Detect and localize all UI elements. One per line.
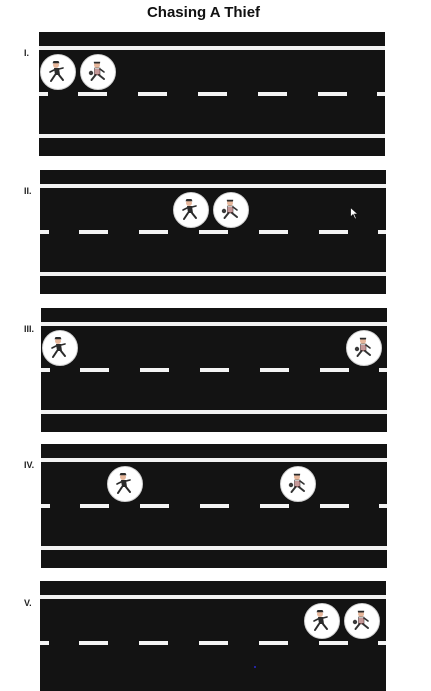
lane-edge-top bbox=[39, 46, 385, 50]
lane-dash bbox=[319, 641, 348, 645]
lane-dash bbox=[80, 504, 109, 508]
lane-dash bbox=[199, 641, 228, 645]
panel-label: II. bbox=[24, 186, 32, 196]
thief-icon bbox=[88, 61, 105, 81]
panel-label: V. bbox=[24, 598, 32, 608]
lane-dash bbox=[80, 368, 109, 372]
thief-icon bbox=[352, 610, 369, 630]
police-icon bbox=[51, 337, 66, 358]
lane-dash bbox=[379, 368, 387, 372]
thief-token bbox=[346, 330, 382, 366]
thief-token bbox=[344, 603, 380, 639]
lane-dash bbox=[200, 368, 229, 372]
road bbox=[40, 170, 386, 294]
lane-edge-bottom bbox=[40, 272, 386, 276]
lane-dash bbox=[320, 368, 349, 372]
lane-dash bbox=[79, 641, 108, 645]
lane-dash bbox=[260, 504, 289, 508]
lane-dash bbox=[377, 92, 385, 96]
road bbox=[41, 444, 387, 568]
lane-dash bbox=[140, 368, 169, 372]
police-icon bbox=[182, 199, 197, 220]
lane-dash bbox=[40, 641, 49, 645]
police-token bbox=[173, 192, 209, 228]
thief-icon bbox=[288, 473, 305, 493]
lane-dash bbox=[138, 92, 167, 96]
lane-dash bbox=[139, 230, 168, 234]
road bbox=[39, 32, 385, 156]
lane-dash bbox=[41, 504, 50, 508]
page-title: Chasing A Thief bbox=[146, 4, 261, 21]
lane-dash bbox=[379, 504, 387, 508]
lane-edge-top bbox=[40, 184, 386, 188]
lane-dash bbox=[259, 230, 288, 234]
lane-dash bbox=[319, 230, 348, 234]
lane-edge-top bbox=[41, 322, 387, 326]
blue-dot bbox=[254, 666, 256, 668]
road bbox=[41, 308, 387, 432]
police-icon bbox=[116, 473, 131, 494]
panel-label: IV. bbox=[24, 460, 35, 470]
thief-token bbox=[280, 466, 316, 502]
lane-dash bbox=[378, 641, 386, 645]
thief-icon bbox=[221, 199, 238, 219]
lane-dash bbox=[199, 230, 228, 234]
police-icon bbox=[49, 61, 64, 82]
police-token bbox=[40, 54, 76, 90]
lane-dash bbox=[200, 504, 229, 508]
lane-dash bbox=[318, 92, 347, 96]
lane-dash bbox=[79, 230, 108, 234]
lane-edge-top bbox=[40, 595, 386, 599]
lane-dash bbox=[39, 92, 48, 96]
thief-token bbox=[213, 192, 249, 228]
police-token bbox=[304, 603, 340, 639]
lane-dash bbox=[198, 92, 227, 96]
mouse-cursor-icon bbox=[350, 207, 359, 220]
lane-dash bbox=[40, 230, 49, 234]
lane-dash bbox=[258, 92, 287, 96]
lane-dash bbox=[378, 230, 386, 234]
panel-label: III. bbox=[24, 324, 35, 334]
lane-dash bbox=[259, 641, 288, 645]
lane-edge-bottom bbox=[41, 546, 387, 550]
police-icon bbox=[313, 610, 328, 631]
lane-edge-top bbox=[41, 458, 387, 462]
road bbox=[40, 581, 386, 691]
lane-dash bbox=[260, 368, 289, 372]
panel-label: I. bbox=[24, 48, 30, 58]
lane-dash bbox=[41, 368, 50, 372]
lane-dash bbox=[320, 504, 349, 508]
lane-dash bbox=[140, 504, 169, 508]
lane-dash bbox=[78, 92, 107, 96]
police-token bbox=[42, 330, 78, 366]
lane-edge-bottom bbox=[39, 134, 385, 138]
lane-dash bbox=[139, 641, 168, 645]
thief-icon bbox=[354, 337, 371, 357]
thief-token bbox=[80, 54, 116, 90]
police-token bbox=[107, 466, 143, 502]
lane-edge-bottom bbox=[41, 410, 387, 414]
